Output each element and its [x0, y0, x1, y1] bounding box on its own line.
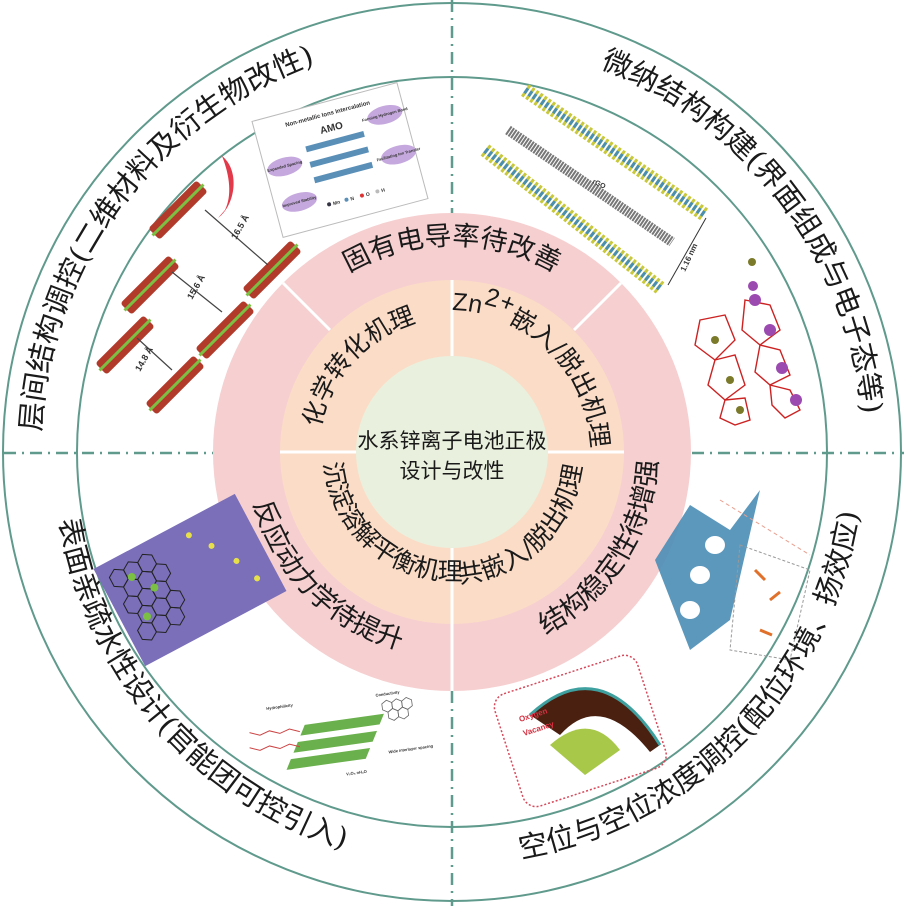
center-title-line1: 水系锌离子电池正极 [358, 429, 547, 453]
spacing-label-1-16nm: 1.16 nm [679, 242, 700, 273]
hydrophilicity-label: Hydrophilicity [266, 702, 294, 711]
nanosheet [523, 87, 707, 218]
spacing-label-15-6: 15.6 Å [185, 273, 207, 301]
v2o5-label: V₂O₅ nH₂O [346, 769, 367, 777]
crystal-layer [96, 316, 154, 374]
legend-mn: Mn [332, 199, 341, 207]
amo-legend: Mn N O H [327, 187, 386, 207]
legend-h: H [381, 187, 386, 194]
interlayer-spacing-label: Wide interlayer spacing [388, 743, 434, 754]
amo-intercalation-panel: Non-metallic Ions Intercalation AMO Expa… [251, 82, 429, 238]
crystal-layer [196, 301, 254, 359]
spacing-label-16-5: 16.5 Å [229, 213, 251, 241]
nanosheet [483, 147, 662, 291]
crystal-layer [121, 256, 179, 314]
micro-nano-structure-illustration: rGO 1.16 nm [480, 84, 709, 294]
legend-o: O [365, 192, 370, 199]
vacancy-panel-frame [493, 654, 667, 808]
crystal-layer [146, 356, 204, 414]
legend-n: N [350, 196, 355, 203]
vacancy-label: Vacancy [522, 719, 556, 738]
crystal-layer [243, 241, 301, 299]
crystal-layer [149, 181, 207, 239]
rgo-sheet [505, 125, 675, 247]
pink-divider-tr [572, 281, 623, 332]
center-title-line2: 设计与改性 [400, 459, 505, 483]
conductivity-label: Conductivity [375, 689, 400, 697]
coordination-lattice-illustration [655, 490, 811, 661]
quadrant-dividers [4, 0, 904, 906]
pink-divider-tl [281, 281, 332, 332]
red-curved-arrow [218, 156, 234, 218]
graphene-surface-panel [93, 493, 287, 667]
surface-functional-panel: Hydrophilicity Conductivity Wide interla… [249, 689, 434, 777]
crystal-structure-illustration [694, 258, 802, 426]
center-disc [356, 356, 548, 548]
ring-dividers [280, 280, 624, 691]
spacing-arrows [136, 209, 269, 371]
spacing-label-14-8: 14.8 Å [133, 345, 155, 373]
